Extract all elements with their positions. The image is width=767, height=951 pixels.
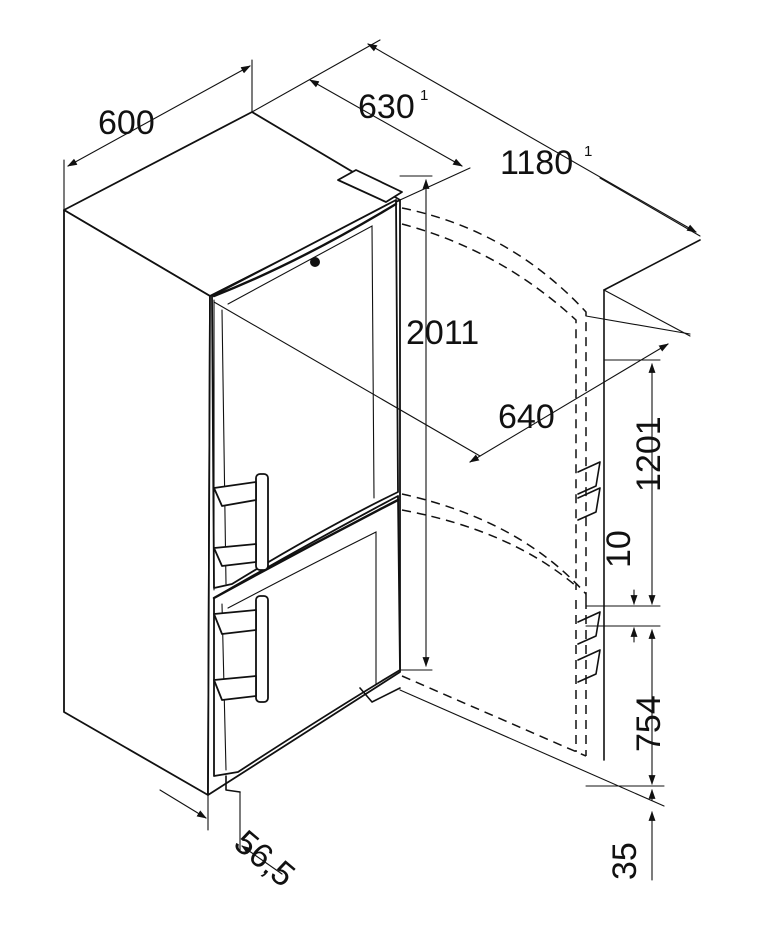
dim-height [399, 175, 433, 671]
dim-plinth-label: 35 [606, 842, 644, 880]
plinth [359, 687, 401, 703]
dim-door-depth-label: 640 [498, 398, 555, 436]
dim-lower-height-label: 754 [630, 695, 668, 752]
dim-depth-label: 630 [358, 88, 415, 126]
dim-upper-height-label: 1201 [630, 416, 668, 492]
door-shelf-brackets [577, 461, 601, 683]
lower-handle [213, 595, 269, 703]
dim-open-depth [367, 43, 701, 237]
dim-open-depth-note: 1 [584, 143, 592, 160]
dim-open-depth-label: 1180 [500, 144, 573, 182]
dim-foot [159, 789, 283, 875]
dim-door-depth [213, 301, 691, 463]
dim-foot-label: 56,5 [227, 823, 302, 895]
front-foot [225, 775, 241, 793]
dim-height-label: 2011 [406, 314, 479, 352]
door-swing-lower [401, 493, 587, 757]
dim-width [63, 59, 253, 211]
upper-handle [213, 473, 269, 571]
dim-gap-label: 10 [600, 530, 638, 568]
dim-width-label: 600 [98, 104, 155, 142]
dim-right-stack [399, 359, 665, 881]
door-lock-dot [310, 257, 320, 267]
cabinet-side [63, 209, 211, 796]
dim-depth-note: 1 [420, 87, 428, 104]
door-swing-upper [401, 207, 587, 600]
